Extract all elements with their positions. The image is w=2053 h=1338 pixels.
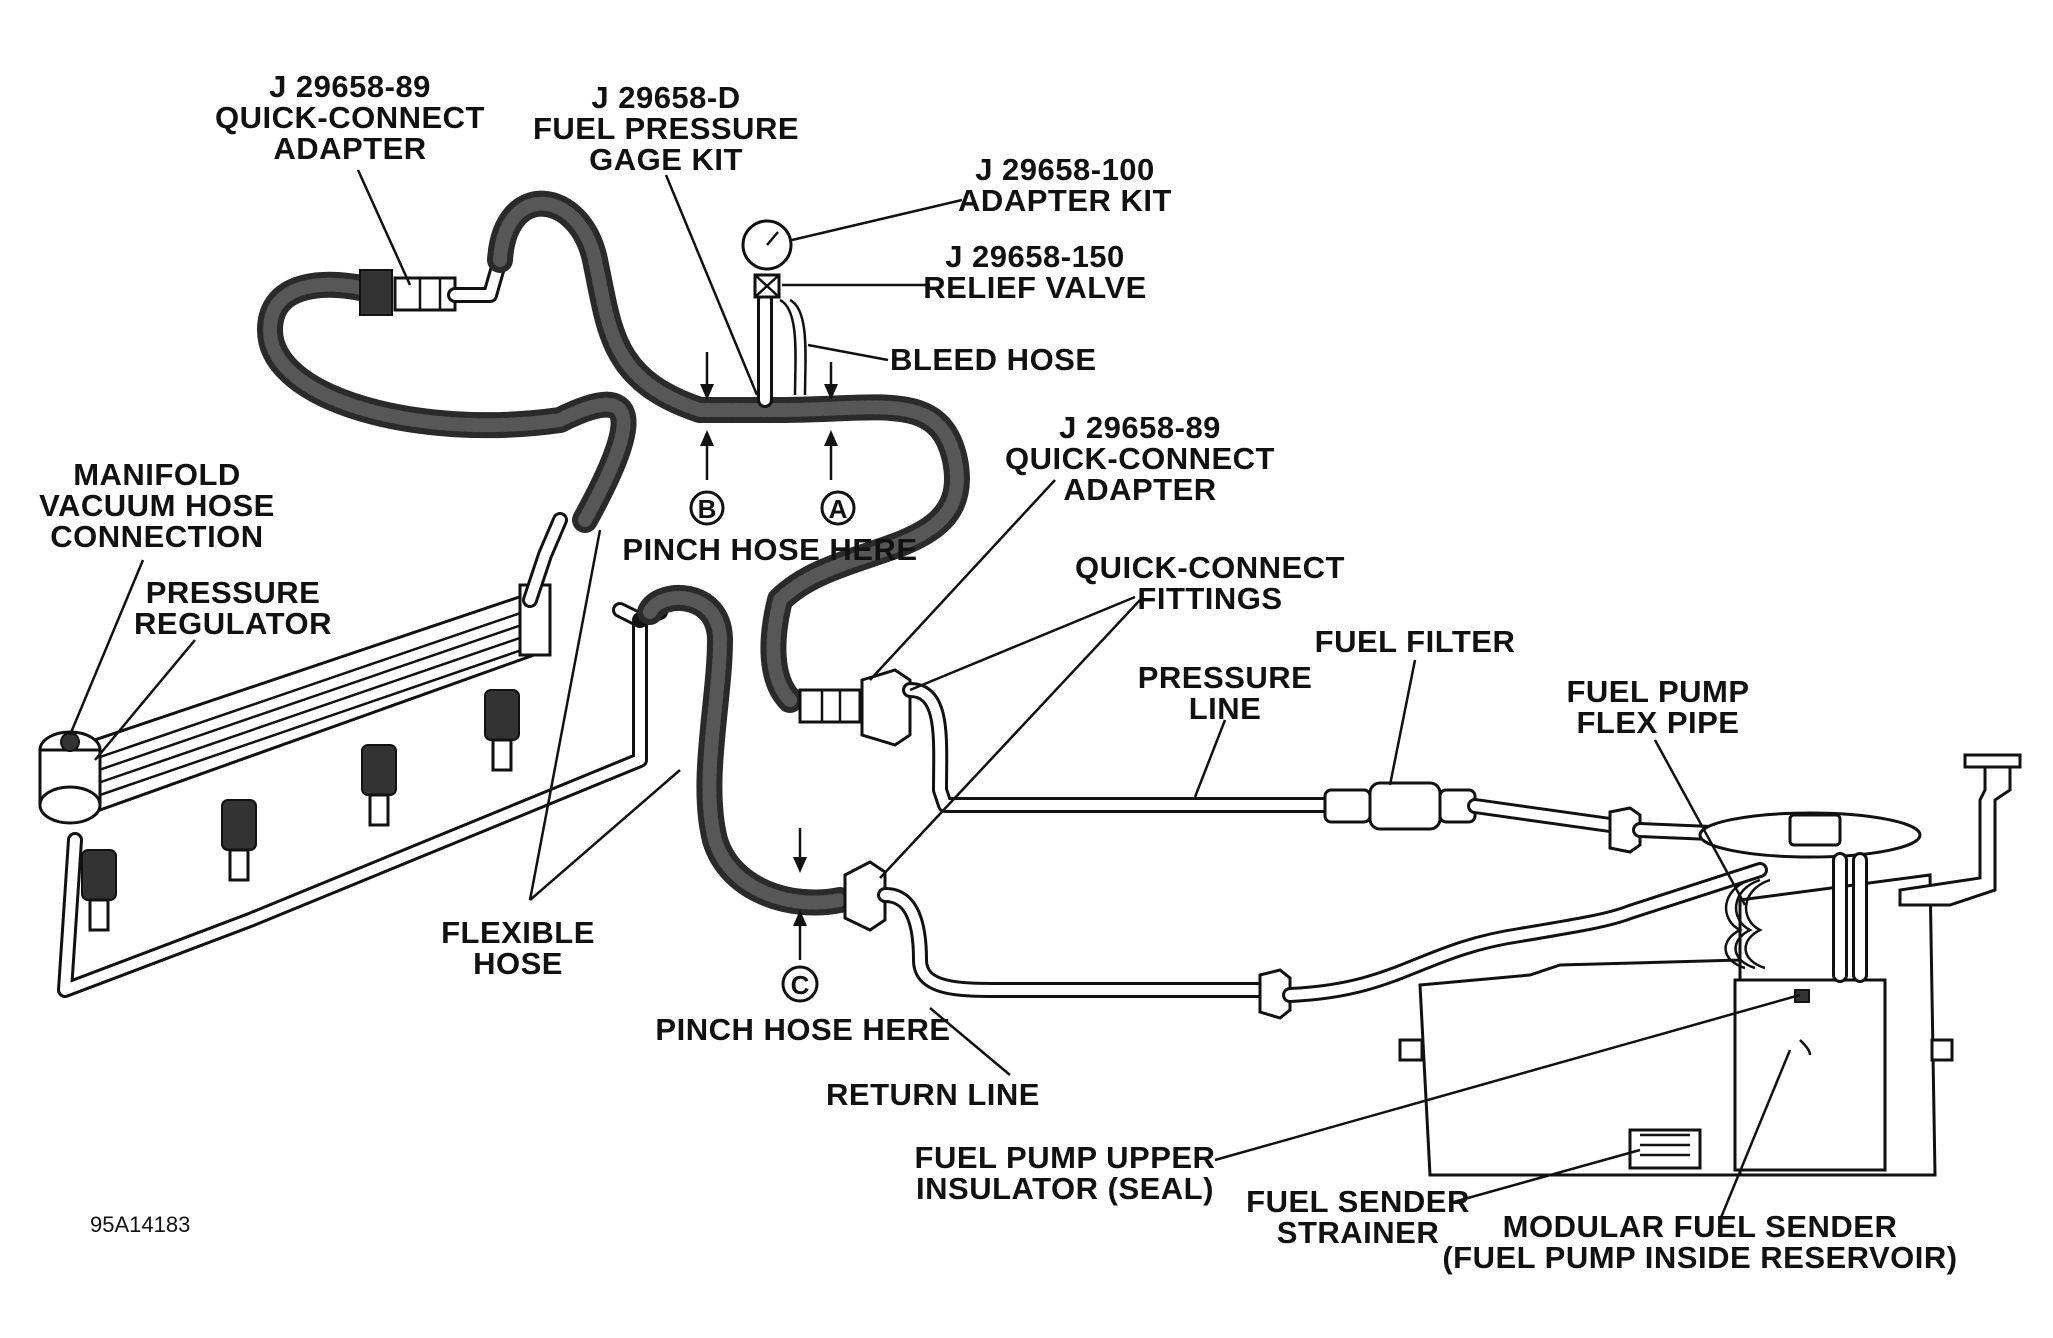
- fuel-injector: [81, 849, 117, 932]
- fuel-injector: [361, 744, 397, 827]
- svg-text:MANIFOLD: MANIFOLD: [73, 457, 241, 492]
- svg-text:QUICK-CONNECT: QUICK-CONNECT: [1075, 550, 1345, 585]
- svg-text:J 29658-89: J 29658-89: [269, 69, 431, 104]
- svg-text:FUEL PUMP UPPER: FUEL PUMP UPPER: [915, 1140, 1216, 1175]
- svg-text:STRAINER: STRAINER: [1277, 1215, 1439, 1250]
- fuel-sender-strainer: [1628, 1128, 1702, 1170]
- label-pinch-hose-ab: PINCH HOSE HERE: [622, 532, 917, 567]
- label-upper-insulator: FUEL PUMP UPPER INSULATOR (SEAL): [915, 1140, 1216, 1206]
- pinch-label-b: B: [698, 494, 717, 524]
- flexible-hose-return: [632, 584, 887, 932]
- svg-text:(FUEL PUMP INSIDE RESERVOIR): (FUEL PUMP INSIDE RESERVOIR): [1442, 1240, 1957, 1275]
- svg-text:VACUUM HOSE: VACUUM HOSE: [39, 488, 275, 523]
- pinch-label-c: C: [791, 970, 810, 1000]
- svg-text:CONNECTION: CONNECTION: [50, 519, 263, 554]
- svg-text:ADAPTER KIT: ADAPTER KIT: [958, 183, 1172, 218]
- pressure-regulator: [38, 730, 102, 825]
- svg-text:REGULATOR: REGULATOR: [134, 606, 332, 641]
- svg-text:QUICK-CONNECT: QUICK-CONNECT: [215, 100, 485, 135]
- svg-text:J 29658-150: J 29658-150: [945, 239, 1125, 274]
- pinch-point-a: A: [820, 362, 856, 526]
- svg-text:PRESSURE: PRESSURE: [1138, 660, 1313, 695]
- label-pressure-line: PRESSURE LINE: [1138, 660, 1313, 726]
- label-manifold-vacuum: MANIFOLD VACUUM HOSE CONNECTION: [39, 457, 275, 554]
- svg-text:INSULATOR (SEAL): INSULATOR (SEAL): [916, 1171, 1214, 1206]
- svg-text:FLEX PIPE: FLEX PIPE: [1577, 705, 1740, 740]
- label-adapter-kit: J 29658-100 ADAPTER KIT: [958, 152, 1172, 218]
- svg-text:LINE: LINE: [1189, 691, 1262, 726]
- label-quick-connect-fittings: QUICK-CONNECT FITTINGS: [1075, 550, 1345, 616]
- label-sender-strainer: FUEL SENDER STRAINER: [1246, 1184, 1470, 1250]
- pressure-line: [902, 682, 1768, 854]
- pinch-point-c: C: [781, 828, 819, 1003]
- svg-text:ADAPTER: ADAPTER: [273, 131, 426, 166]
- label-bleed-hose: BLEED HOSE: [890, 342, 1097, 377]
- svg-text:FUEL SENDER: FUEL SENDER: [1246, 1184, 1470, 1219]
- return-line: [877, 862, 1768, 1020]
- fuel-injector: [484, 689, 520, 772]
- svg-text:FLEXIBLE: FLEXIBLE: [441, 915, 595, 950]
- label-pressure-regulator: PRESSURE REGULATOR: [134, 575, 332, 641]
- pinch-label-a: A: [829, 494, 848, 524]
- svg-text:FITTINGS: FITTINGS: [1137, 581, 1282, 616]
- label-quick-connect-adapter-mid: J 29658-89 QUICK-CONNECT ADAPTER: [1005, 410, 1275, 507]
- quick-connect-adapter-mid: [798, 668, 912, 747]
- quick-connect-adapter-top: [393, 276, 457, 312]
- svg-text:FUEL PRESSURE: FUEL PRESSURE: [533, 111, 799, 146]
- svg-text:RELIEF VALVE: RELIEF VALVE: [923, 270, 1147, 305]
- svg-text:MODULAR FUEL SENDER: MODULAR FUEL SENDER: [1503, 1209, 1898, 1244]
- label-pinch-hose-c: PINCH HOSE HERE: [655, 1012, 950, 1047]
- figure-id: 95A14183: [90, 1212, 190, 1237]
- svg-text:ADAPTER: ADAPTER: [1063, 472, 1216, 507]
- leader-lines: [68, 169, 1801, 1221]
- svg-text:HOSE: HOSE: [473, 946, 563, 981]
- fuel-pressure-gage: [741, 219, 807, 408]
- svg-text:J 29658-D: J 29658-D: [591, 80, 740, 115]
- flexible-hose-pressure: [257, 190, 970, 713]
- svg-text:QUICK-CONNECT: QUICK-CONNECT: [1005, 441, 1275, 476]
- fuel-pump-flex-pipe: [1724, 878, 1771, 970]
- label-relief-valve: J 29658-150 RELIEF VALVE: [923, 239, 1147, 305]
- svg-text:GAGE KIT: GAGE KIT: [589, 142, 743, 177]
- label-fuel-filter: FUEL FILTER: [1315, 624, 1516, 659]
- svg-text:J 29658-100: J 29658-100: [975, 152, 1155, 187]
- fuel-injector: [221, 799, 257, 882]
- label-flexible-hose: FLEXIBLE HOSE: [441, 915, 595, 981]
- modular-fuel-sender: [1698, 811, 1922, 1172]
- label-gage-kit: J 29658-D FUEL PRESSURE GAGE KIT: [533, 80, 799, 177]
- svg-text:PRESSURE: PRESSURE: [146, 575, 321, 610]
- label-fuel-pump-flex-pipe: FUEL PUMP FLEX PIPE: [1566, 674, 1749, 740]
- svg-text:J 29658-89: J 29658-89: [1059, 410, 1221, 445]
- label-modular-sender: MODULAR FUEL SENDER (FUEL PUMP INSIDE RE…: [1442, 1209, 1957, 1275]
- pinch-point-b: B: [689, 352, 725, 526]
- label-quick-connect-adapter-top: J 29658-89 QUICK-CONNECT ADAPTER: [215, 69, 485, 166]
- fuel-tank-module: [1398, 753, 2022, 1177]
- label-return-line: RETURN LINE: [826, 1077, 1040, 1112]
- svg-text:FUEL PUMP: FUEL PUMP: [1566, 674, 1749, 709]
- fuel-filter: [1323, 781, 1477, 831]
